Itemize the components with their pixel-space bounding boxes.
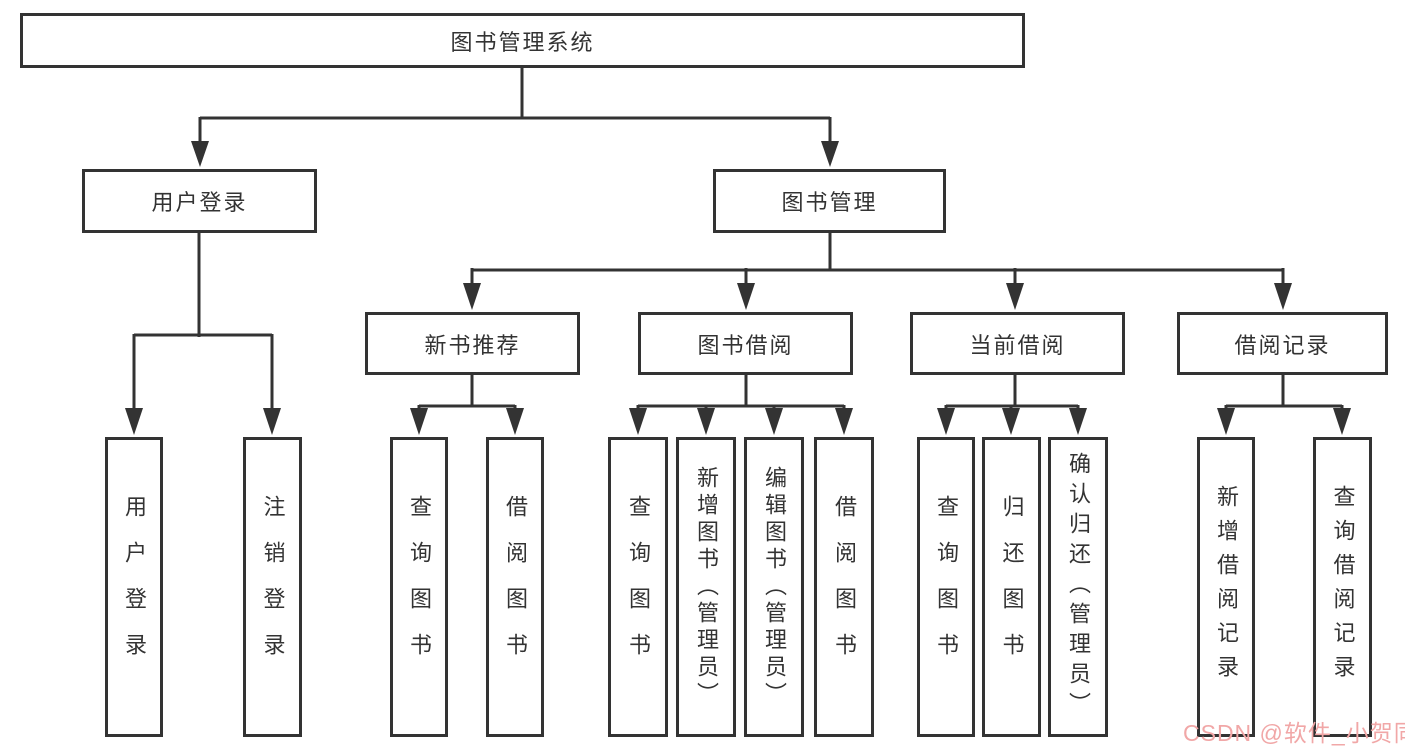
node-current-borrowing: 当前借阅 [910, 312, 1125, 375]
leaf-borrow-books-label: 借阅图书 [503, 495, 528, 679]
node-book-management: 图书管理 [713, 169, 946, 233]
leaf-query-books-label: 查询图书 [626, 495, 651, 679]
leaf-user-login: 用户登录 [105, 437, 163, 737]
node-root: 图书管理系统 [20, 13, 1025, 68]
leaf-confirm-return-admin-label: 确认归还（管理员） [1066, 452, 1091, 722]
node-user-login: 用户登录 [82, 169, 317, 233]
node-borrowing-records-label: 借阅记录 [1234, 332, 1331, 358]
leaf-query-books-label: 查询图书 [934, 495, 959, 679]
leaf-logout-label: 注销登录 [260, 495, 286, 679]
leaf-add-book-admin-label: 新增图书（管理员） [694, 465, 719, 709]
leaf-borrow-books: 借阅图书 [814, 437, 874, 737]
leaf-add-borrow-record-label: 新增借阅记录 [1214, 485, 1239, 689]
leaf-query-borrow-record-label: 查询借阅记录 [1330, 485, 1356, 689]
leaf-query-books-label: 查询图书 [407, 495, 432, 679]
leaf-user-login-label: 用户登录 [122, 495, 147, 679]
leaf-confirm-return-admin: 确认归还（管理员） [1048, 437, 1108, 737]
leaf-query-borrow-record: 查询借阅记录 [1313, 437, 1372, 737]
leaf-borrow-books: 借阅图书 [486, 437, 544, 737]
leaf-return-books-label: 归还图书 [999, 495, 1025, 679]
node-user-login-label: 用户登录 [151, 190, 248, 215]
node-new-book-recommendation-label: 新书推荐 [424, 332, 521, 358]
node-borrowing-records: 借阅记录 [1177, 312, 1388, 375]
node-book-borrowing-label: 图书借阅 [697, 332, 794, 358]
watermark-text: CSDN @软件_小贺同学 [1183, 720, 1405, 746]
leaf-add-book-admin: 新增图书（管理员） [676, 437, 736, 737]
node-current-borrowing-label: 当前借阅 [969, 332, 1066, 358]
leaf-edit-book-admin-label: 编辑图书（管理员） [762, 465, 787, 709]
leaf-query-books: 查询图书 [917, 437, 975, 737]
leaf-add-borrow-record: 新增借阅记录 [1197, 437, 1255, 737]
node-root-label: 图书管理系统 [450, 29, 595, 55]
leaf-return-books: 归还图书 [982, 437, 1041, 737]
leaf-query-books: 查询图书 [608, 437, 668, 737]
leaf-edit-book-admin: 编辑图书（管理员） [744, 437, 804, 737]
node-book-management-label: 图书管理 [781, 190, 878, 215]
leaf-query-books: 查询图书 [390, 437, 448, 737]
leaf-borrow-books-label: 借阅图书 [832, 495, 857, 679]
node-new-book-recommendation: 新书推荐 [365, 312, 580, 375]
leaf-logout: 注销登录 [243, 437, 302, 737]
watermark: CSDN @软件_小贺同学 [1183, 714, 1405, 747]
node-book-borrowing: 图书借阅 [638, 312, 853, 375]
